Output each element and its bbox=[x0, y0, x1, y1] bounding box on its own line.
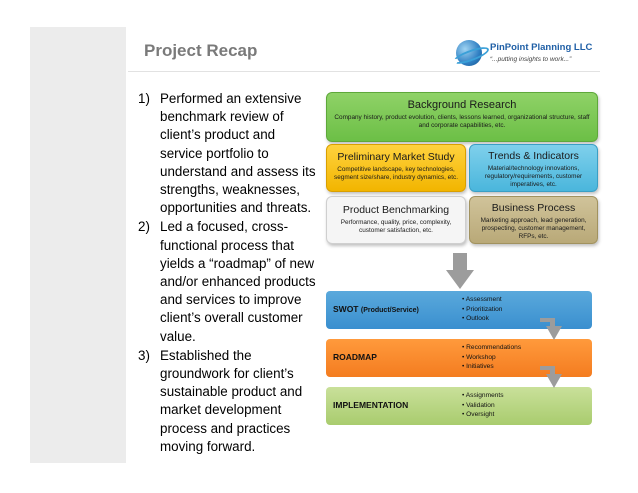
stage-bullet: • Recommendations bbox=[462, 344, 522, 351]
recap-item-text: Established the groundwork for client’s … bbox=[160, 347, 303, 454]
recap-item-text: Performed an extensive benchmark review … bbox=[160, 91, 316, 216]
box-title: Business Process bbox=[491, 202, 576, 214]
box-description: Company history, product evolution, clie… bbox=[334, 114, 590, 129]
box-title: Preliminary Market Study bbox=[337, 151, 455, 163]
globe-icon bbox=[456, 40, 482, 66]
stage-label-main: IMPLEMENTATION bbox=[333, 400, 409, 410]
background-research-box: Background Research Company history, pro… bbox=[326, 92, 598, 142]
stage-bullet: • Workshop bbox=[462, 353, 496, 361]
recap-item-number: 3) bbox=[138, 347, 150, 363]
product-benchmarking-box: Product Benchmarking Performance, qualit… bbox=[326, 196, 466, 244]
logo-tagline: “...putting insights to work...” bbox=[490, 56, 572, 63]
box-title: Background Research bbox=[407, 99, 517, 111]
trends-indicators-box: Trends & Indicators Material/technology … bbox=[469, 144, 598, 192]
stage-bullet: • Assessment bbox=[462, 296, 502, 303]
stage-bullets: • Recommendations • Workshop • Initiativ… bbox=[462, 343, 521, 372]
stage-bullets: • Assignments • Validation • Oversight bbox=[462, 391, 504, 420]
recap-item: 3) Established the groundwork for client… bbox=[138, 347, 318, 456]
stage-bullet: • Outlook bbox=[462, 315, 489, 322]
stage-label: ROADMAP bbox=[333, 352, 377, 362]
recap-item: 2) Led a focused, cross-functional proce… bbox=[138, 218, 318, 345]
left-sidebar-band bbox=[30, 27, 126, 463]
box-title: Trends & Indicators bbox=[488, 150, 579, 162]
recap-list: 1) Performed an extensive benchmark revi… bbox=[138, 90, 318, 456]
logo-company-name: PinPoint Planning LLC bbox=[490, 42, 593, 53]
business-process-box: Business Process Marketing approach, lea… bbox=[469, 196, 598, 244]
slide-title: Project Recap bbox=[144, 41, 258, 60]
down-arrow-icon bbox=[446, 253, 474, 289]
stage-label-main: SWOT bbox=[333, 304, 359, 314]
stage-bullets: • Assessment • Prioritization • Outlook bbox=[462, 295, 502, 324]
company-logo: PinPoint Planning LLC “...putting insigh… bbox=[456, 38, 606, 70]
recap-item-text: Led a focused, cross-functional process … bbox=[160, 219, 316, 344]
stage-label-sub: (Product/Service) bbox=[360, 307, 419, 314]
recap-item-number: 1) bbox=[138, 91, 150, 106]
recap-item-number: 2) bbox=[138, 219, 150, 235]
stage-label-main: ROADMAP bbox=[333, 352, 377, 362]
stage-bullet: • Validation bbox=[462, 401, 495, 409]
preliminary-market-study-box: Preliminary Market Study Competitive lan… bbox=[326, 144, 466, 192]
stage-label: IMPLEMENTATION bbox=[333, 400, 408, 410]
implementation-stage: IMPLEMENTATION • Assignments • Validatio… bbox=[326, 387, 592, 425]
stage-bullet: • Prioritization bbox=[462, 305, 503, 313]
box-description: Marketing approach, lead generation, pro… bbox=[480, 217, 587, 240]
stage-bullet: • Oversight bbox=[462, 411, 495, 418]
roadmap-stage: ROADMAP • Recommendations • Workshop • I… bbox=[326, 339, 592, 377]
stage-bullet: • Initiatives bbox=[462, 363, 494, 370]
recap-item: 1) Performed an extensive benchmark revi… bbox=[138, 90, 318, 217]
box-description: Competitive landscape, key technologies,… bbox=[334, 166, 458, 181]
stage-label: SWOT (Product/Service) bbox=[333, 304, 419, 314]
box-description: Performance, quality, price, complexity,… bbox=[340, 219, 452, 234]
bent-arrow-icon bbox=[540, 318, 562, 340]
box-description: Material/technology innovations, regulat… bbox=[484, 165, 583, 188]
bent-arrow-icon bbox=[540, 366, 562, 388]
title-divider bbox=[128, 71, 600, 72]
box-title: Product Benchmarking bbox=[342, 204, 450, 216]
swot-stage: SWOT (Product/Service) • Assessment • Pr… bbox=[326, 291, 592, 329]
stage-bullet: • Assignments bbox=[462, 392, 504, 399]
